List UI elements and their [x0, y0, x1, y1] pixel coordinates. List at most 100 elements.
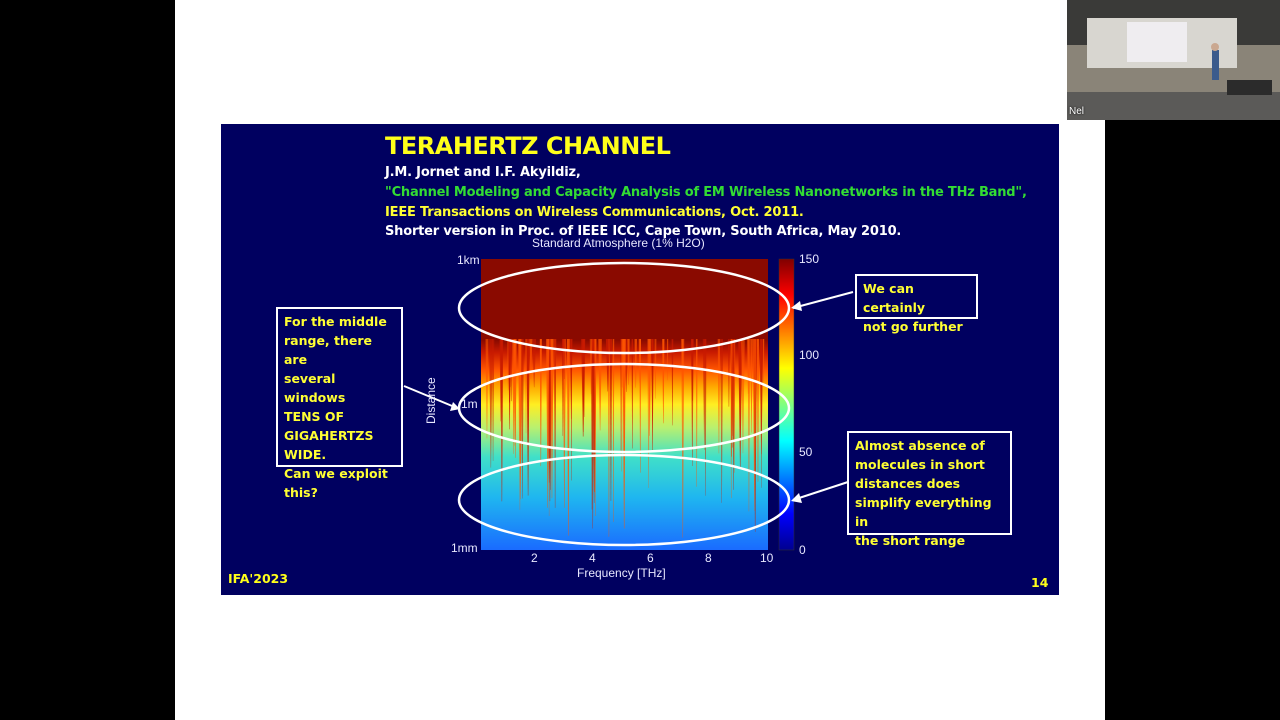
absorption-spike [612, 339, 615, 522]
note-line: GIGAHERTZS [284, 428, 374, 443]
absorption-spike [508, 339, 511, 430]
slide-title: TERAHERTZ CHANNEL [385, 132, 671, 160]
y-axis-label: Distance [424, 377, 438, 424]
camera-thumbnail[interactable]: Nel [1067, 0, 1280, 120]
absorption-spike [757, 339, 759, 482]
absorption-spike [608, 339, 610, 537]
absorption-spike [627, 339, 630, 385]
camera-participant-name: Nel [1069, 106, 1085, 117]
note-line: several windows [284, 371, 346, 405]
absorption-spike [591, 339, 593, 510]
absorption-spike [562, 339, 566, 508]
reference-authors: J.M. Jornet and I.F. Akyildiz, [385, 165, 581, 180]
absorption-spike [526, 339, 530, 496]
absorption-spike [738, 339, 743, 469]
arrow-bottom [792, 481, 849, 501]
absorption-spike [666, 339, 669, 381]
absorption-spike [570, 339, 573, 481]
x-tick-label: 10 [760, 551, 774, 565]
note-line: WIDE. [284, 447, 327, 462]
absorption-spike [525, 339, 527, 434]
arrow-top-head [791, 301, 802, 311]
absorption-spike [651, 339, 654, 452]
absorption-spike [620, 339, 622, 455]
reference-journal: IEEE Transactions on Wireless Communicat… [385, 205, 804, 220]
absorption-spike [681, 339, 685, 538]
colorbar-tick: 100 [799, 348, 820, 362]
note-line: For the middle [284, 314, 387, 329]
colorbar [778, 258, 795, 551]
colorbar-tick: 0 [799, 543, 806, 557]
slide-number: 14 [1031, 575, 1049, 590]
arrow-bottom-head [791, 493, 802, 503]
absorption-spike [639, 339, 642, 473]
camera-scene [1067, 0, 1280, 120]
absorption-spike [512, 339, 516, 454]
absorption-spike [720, 339, 724, 503]
footer-conference: IFA'2023 [228, 571, 289, 586]
arrow-middle-head [450, 402, 460, 411]
absorption-spike [546, 339, 550, 508]
absorption-spike [566, 339, 570, 536]
absorption-spike [554, 339, 557, 508]
absorption-spike [609, 339, 613, 501]
note-line: simplify everything in [855, 495, 992, 529]
note-top-range: We can certainly not go further [855, 274, 978, 334]
absorption-spike [671, 339, 674, 426]
slide: TERAHERTZ CHANNEL J.M. Jornet and I.F. A… [221, 124, 1059, 595]
note-short-range: Almost absence of molecules in short dis… [847, 431, 1012, 548]
reference-short-version: Shorter version in Proc. of IEEE ICC, Ca… [385, 224, 902, 239]
colorbar-tick: 150 [799, 252, 820, 266]
absorption-spike [750, 339, 753, 433]
arrow-top [792, 291, 854, 309]
absorption-spike [747, 339, 750, 394]
x-tick-label: 2 [531, 551, 538, 565]
absorption-spike [730, 339, 732, 499]
absorption-spike [762, 339, 765, 382]
absorption-spike [760, 339, 763, 488]
arrow-middle [403, 385, 458, 409]
y-tick-label: 1mm [451, 541, 478, 555]
absorption-spike [520, 339, 524, 499]
absorption-spike [485, 339, 489, 439]
absorption-spike [621, 339, 623, 472]
ellipse-bottom [457, 453, 791, 547]
x-tick-label: 8 [705, 551, 712, 565]
note-line: the short range [855, 533, 966, 548]
absorption-spike [561, 339, 564, 436]
chart-title: Standard Atmosphere (1% H2O) [532, 236, 705, 250]
x-tick-label: 6 [647, 551, 654, 565]
absorption-spike [499, 339, 503, 422]
note-line: molecules in short [855, 457, 985, 472]
absorption-spike [732, 339, 735, 490]
absorption-spike [491, 339, 495, 461]
heatmap-chart [403, 258, 854, 551]
x-axis-label: Frequency [THz] [577, 566, 666, 580]
absorption-spike [702, 339, 706, 450]
note-line: not go further [863, 319, 963, 334]
note-line: range, there are [284, 333, 373, 367]
note-line: TENS OF [284, 409, 345, 424]
absorption-spike [662, 339, 665, 424]
absorption-spike [594, 339, 597, 516]
absorption-spike [529, 339, 533, 380]
absorption-spike [717, 339, 721, 454]
y-tick-label: 1m [461, 397, 478, 411]
absorption-spike [550, 339, 554, 499]
note-middle-range: For the middle range, there are several … [276, 307, 403, 500]
note-line: this? [284, 485, 318, 500]
reference-paper-title: "Channel Modeling and Capacity Analysis … [385, 185, 1027, 200]
absorption-spike [510, 339, 512, 402]
absorption-spike [532, 339, 537, 388]
absorption-spike [489, 339, 493, 468]
note-line: Can we exploit [284, 466, 388, 481]
note-line: distances does [855, 476, 961, 491]
absorption-spike [631, 339, 634, 449]
y-tick-label: 1km [457, 253, 480, 267]
note-line: We can certainly [863, 281, 926, 315]
ellipse-top [457, 261, 791, 355]
absorption-spike [654, 339, 657, 399]
absorption-spike [741, 339, 745, 454]
x-tick-label: 4 [589, 551, 596, 565]
absorption-spike [691, 339, 694, 467]
